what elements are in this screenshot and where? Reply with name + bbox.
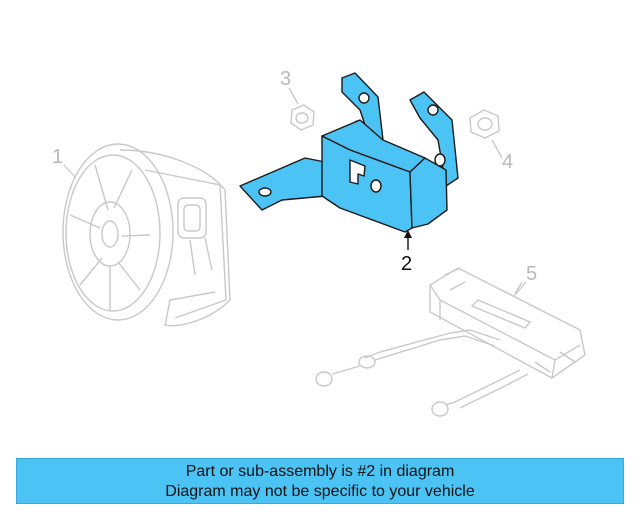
leader-line-1 — [63, 164, 77, 179]
bracket-part-2[interactable] — [239, 72, 459, 233]
leader-line-5 — [513, 281, 527, 297]
nut-part-4[interactable] — [469, 109, 503, 159]
horn-part-1[interactable] — [62, 143, 231, 327]
banner-line-disclaimer: Diagram may not be specific to your vehi… — [165, 483, 475, 500]
callout-3: 3 — [280, 68, 292, 90]
sensor-module-part-5[interactable] — [315, 267, 586, 417]
callout-5: 5 — [526, 263, 538, 285]
info-banner: Part or sub-assembly is #2 in diagram Di… — [16, 458, 624, 504]
callout-1: 1 — [52, 146, 64, 168]
callout-4: 4 — [502, 151, 514, 173]
parts-diagram — [62, 72, 586, 417]
callout-2: 2 — [401, 253, 413, 275]
nut-part-3[interactable] — [288, 87, 315, 131]
banner-line-part-number: Part or sub-assembly is #2 in diagram — [185, 463, 455, 480]
leader-arrow-2 — [404, 230, 412, 250]
